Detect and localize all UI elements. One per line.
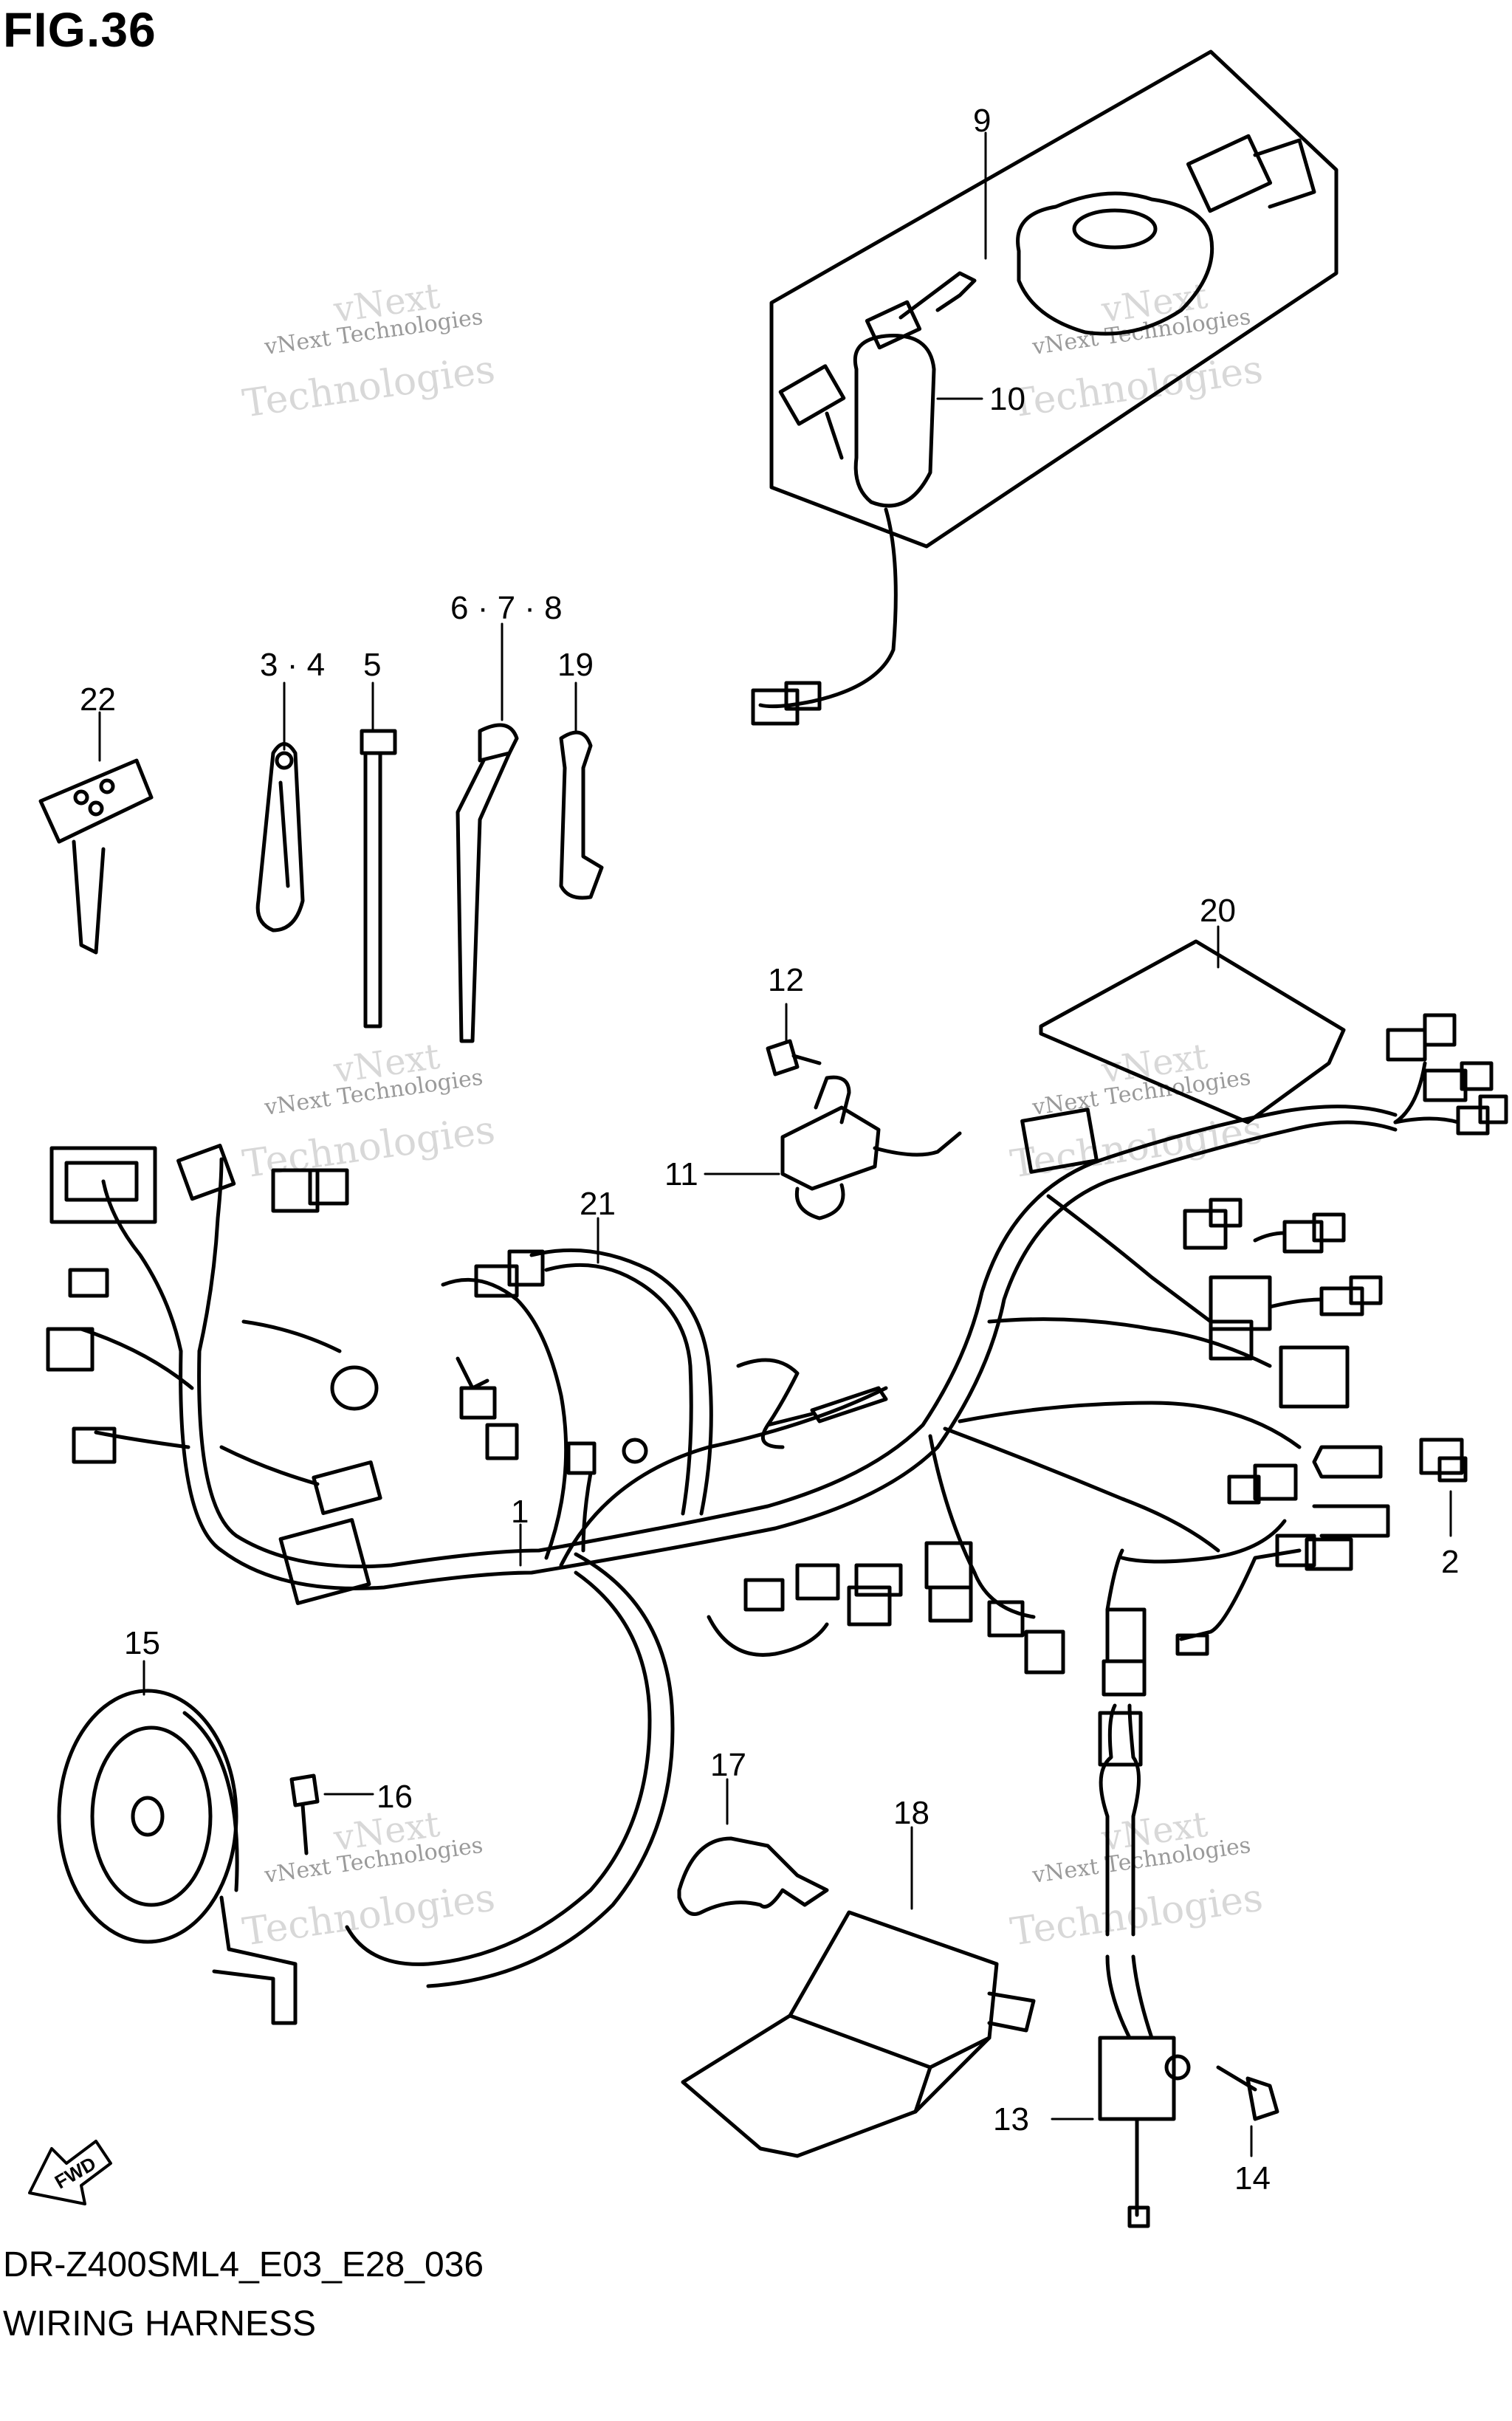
callout-labels: 9 10 22 3 · 4 5 6 · 7 · 8 19 20 12 11 21… bbox=[80, 103, 1459, 2197]
callout-12: 12 bbox=[768, 962, 804, 998]
switch-part-11 bbox=[780, 1075, 962, 1220]
horn-part-15 bbox=[57, 1689, 298, 2025]
watermark-text: Technologies bbox=[1008, 347, 1265, 426]
watermark-text: Technologies bbox=[240, 1875, 498, 1954]
callout-21: 21 bbox=[580, 1186, 616, 1222]
cover-part-17 bbox=[677, 1836, 829, 1916]
left-connector-cluster bbox=[46, 1144, 382, 1605]
main-harness-part-1 bbox=[79, 1105, 1398, 1988]
callout-15: 15 bbox=[124, 1625, 160, 1661]
sheet-part-20 bbox=[1039, 939, 1346, 1124]
right-connector-cluster bbox=[1020, 1013, 1508, 1409]
callout-1: 1 bbox=[511, 1494, 529, 1530]
callout-18: 18 bbox=[893, 1795, 929, 1831]
key-part-22 bbox=[38, 758, 154, 955]
diagram-code: DR-Z400SML4_E03_E28_036 bbox=[3, 2245, 484, 2284]
diagram-name: WIRING HARNESS bbox=[3, 2304, 317, 2343]
callout-9: 9 bbox=[973, 103, 991, 139]
bolt-part-14 bbox=[1216, 2065, 1279, 2121]
cable-tie-part-6-7-8 bbox=[456, 723, 519, 1043]
watermark-text: Technologies bbox=[240, 1108, 498, 1187]
callout-5: 5 bbox=[363, 647, 381, 683]
callout-22: 22 bbox=[80, 681, 116, 718]
callout-20: 20 bbox=[1200, 893, 1236, 929]
callout-3-4: 3 · 4 bbox=[260, 647, 325, 683]
figure-title: FIG.36 bbox=[3, 2, 157, 57]
clamp-part-19 bbox=[559, 730, 604, 900]
callout-19: 19 bbox=[557, 647, 594, 683]
screw-part-12 bbox=[766, 1039, 822, 1076]
callout-2: 2 bbox=[1441, 1544, 1459, 1580]
cable-tie-part-5 bbox=[360, 729, 397, 1029]
watermark-group: vNext Technologies vNext Technologies vN… bbox=[240, 275, 1265, 1955]
sub-harness-part-21 bbox=[474, 1248, 800, 1516]
callout-11: 11 bbox=[664, 1156, 698, 1192]
leader-lines bbox=[98, 131, 1452, 2157]
bolt-part-16 bbox=[289, 1773, 320, 1855]
callout-13: 13 bbox=[993, 2101, 1029, 2137]
watermark-text: Technologies bbox=[1008, 1875, 1265, 1954]
sensor-part-13 bbox=[1098, 1703, 1191, 2228]
bracket-part-18 bbox=[681, 1910, 1036, 2158]
fwd-arrow-icon: FWD bbox=[28, 2140, 112, 2205]
relay-part-2 bbox=[1120, 1438, 1468, 1656]
center-connector-cluster bbox=[456, 1356, 1147, 1697]
callout-14: 14 bbox=[1234, 2160, 1271, 2197]
callout-16: 16 bbox=[377, 1779, 413, 1815]
clamp-part-3-4 bbox=[255, 742, 305, 933]
lock-set-part-9 bbox=[751, 49, 1339, 726]
callout-6-7-8: 6 · 7 · 8 bbox=[450, 590, 563, 626]
callout-10: 10 bbox=[989, 381, 1025, 417]
watermark-text: Technologies bbox=[240, 347, 498, 426]
callout-17: 17 bbox=[710, 1747, 746, 1783]
